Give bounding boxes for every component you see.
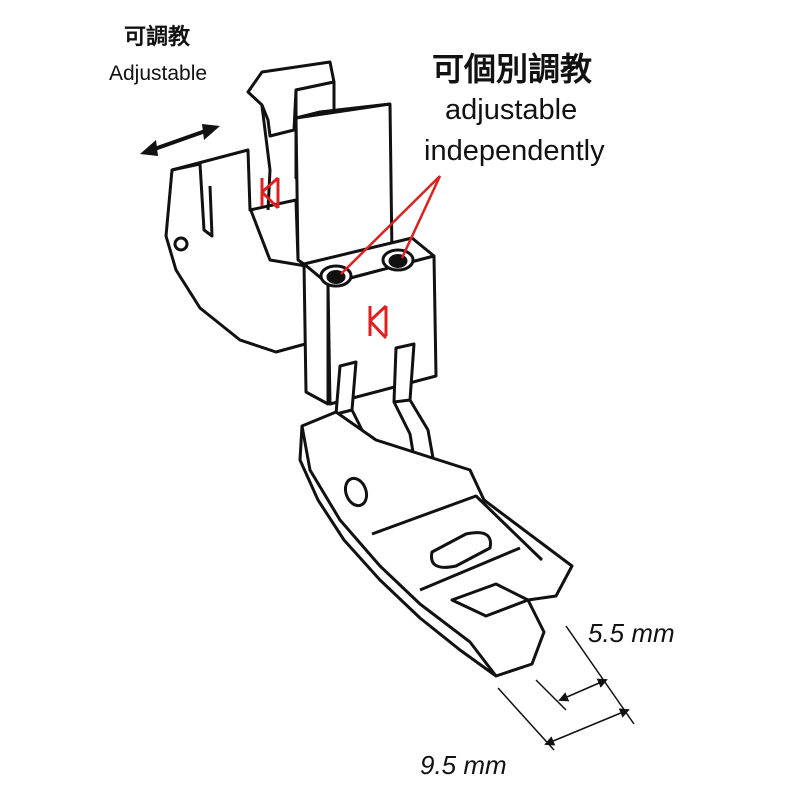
- adjust-direction-arrow: [140, 124, 220, 156]
- adjustable-label-en: Adjustable: [109, 62, 208, 85]
- pointer-lines: [340, 175, 442, 275]
- independent-label-cn: 可個別調教: [432, 50, 593, 88]
- dimension-outer: [497, 687, 630, 751]
- independent-label-en-line1: adjustable: [445, 94, 578, 126]
- brand-logo-mark-upper: [260, 176, 280, 210]
- dimension-inner: [535, 625, 635, 725]
- presser-foot-shank: [164, 60, 394, 354]
- independent-label-en-line2: independently: [424, 135, 605, 167]
- brand-logo-mark-lower: [368, 304, 388, 340]
- dimension-outer-label: 9.5 mm: [420, 750, 507, 780]
- dimension-inner-label: 5.5 mm: [588, 618, 675, 648]
- presser-foot-sole: [298, 410, 574, 678]
- adjustable-label-cn: 可調教: [124, 25, 191, 50]
